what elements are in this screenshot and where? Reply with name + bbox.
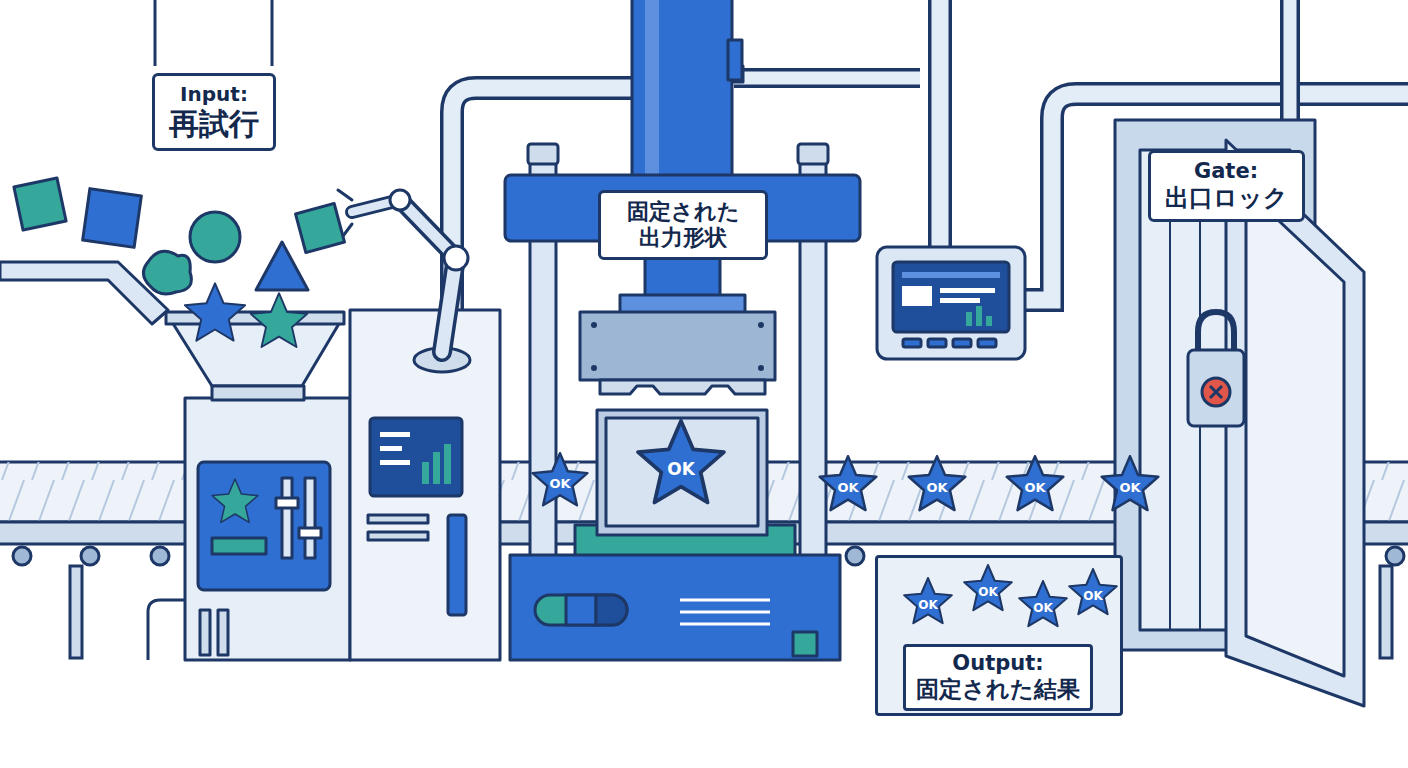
shape-sign: 固定された 出力形状 xyxy=(598,190,768,261)
label-text: Input: xyxy=(169,82,259,106)
ok-star: OK xyxy=(902,577,954,629)
gate-sign: Gate:出口ロック xyxy=(1148,150,1305,222)
ok-star: OK xyxy=(634,419,728,513)
control-machine xyxy=(350,310,500,660)
label-text: OK xyxy=(1017,580,1069,632)
ok-star: OK xyxy=(906,455,968,517)
robot-arm xyxy=(296,190,470,372)
label-text: 固定された結果 xyxy=(916,676,1080,704)
ok-star: OK xyxy=(1099,455,1161,517)
label-text: OK xyxy=(1099,455,1161,517)
label-text: OK xyxy=(906,455,968,517)
hopper-machine xyxy=(148,283,350,660)
ok-star: OK xyxy=(962,564,1014,616)
output-bin: Output:固定された結果OKOKOKOK xyxy=(875,555,1123,716)
ok-star: OK xyxy=(1004,455,1066,517)
label-text: OK xyxy=(634,419,728,513)
ok-star: OK xyxy=(817,455,879,517)
sign-wires xyxy=(155,0,272,66)
label-text: Output: xyxy=(916,651,1080,676)
label-text: OK xyxy=(817,455,879,517)
input-sign: Input:再試行 xyxy=(152,73,276,151)
press-machine xyxy=(505,0,860,660)
exit-gate xyxy=(1115,120,1364,706)
input-chute xyxy=(0,178,308,324)
label-text: OK xyxy=(530,452,590,512)
label-text: OK xyxy=(1004,455,1066,517)
ok-star: OK xyxy=(1017,580,1069,632)
label-text: OK xyxy=(902,577,954,629)
label-text: OK xyxy=(962,564,1014,616)
ok-star: OK xyxy=(530,452,590,512)
label-text: 再試行 xyxy=(169,106,259,142)
label-text: 固定された 出力形状 xyxy=(623,199,744,252)
control-panel xyxy=(877,247,1025,359)
ok-star: OK xyxy=(1067,568,1119,620)
label-text: OK xyxy=(1067,568,1119,620)
label-text: Gate: xyxy=(1165,159,1288,184)
bin-label-plate: Output:固定された結果 xyxy=(903,644,1093,711)
label-text: 出口ロック xyxy=(1165,184,1288,213)
